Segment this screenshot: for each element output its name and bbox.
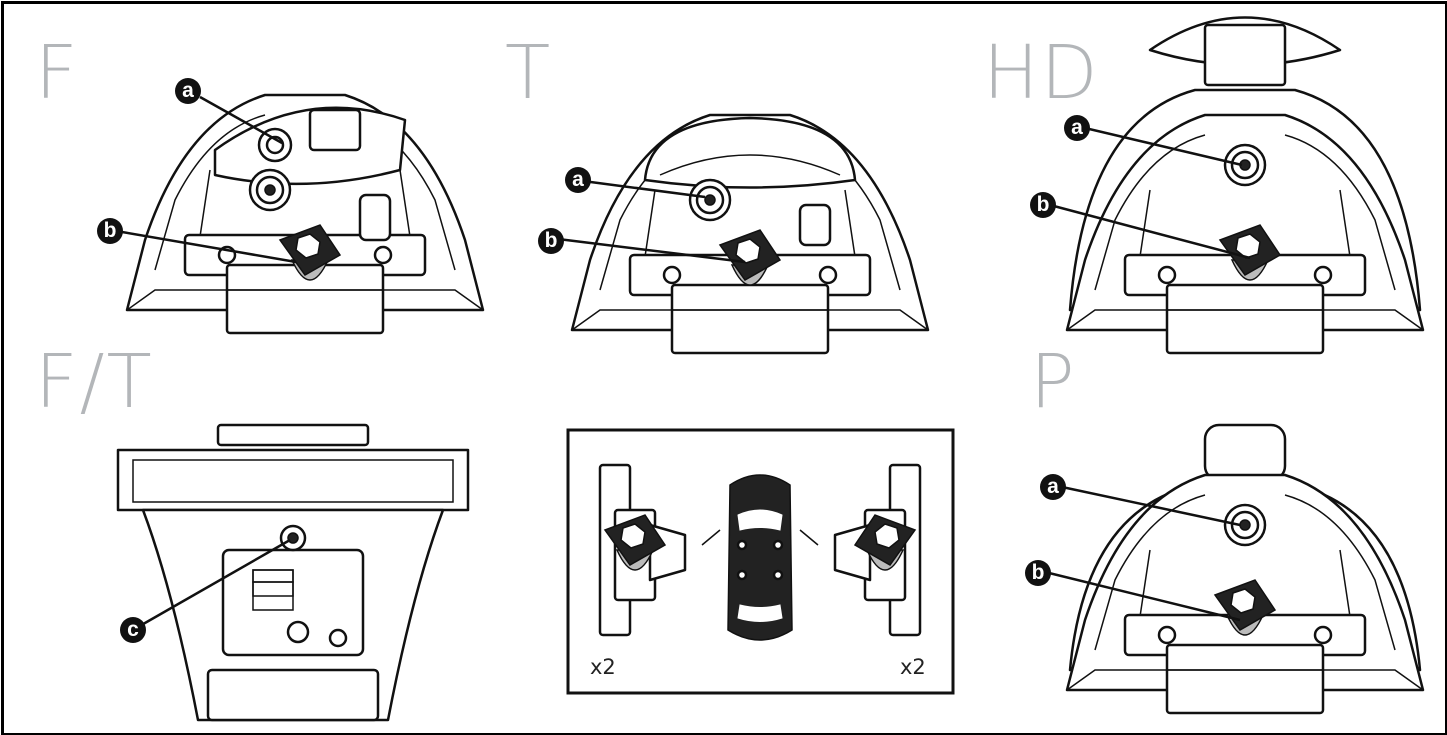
inset-foot-left bbox=[598, 463, 687, 637]
foot-drawing-ft bbox=[116, 423, 470, 722]
leader-lines bbox=[121, 95, 1251, 629]
callout-a-f: a bbox=[175, 78, 201, 104]
panel-label-hd: HD bbox=[983, 30, 1100, 116]
foot-drawing-f bbox=[125, 93, 485, 335]
callout-c-ft: c bbox=[120, 617, 146, 643]
inset-qty-left: x2 bbox=[590, 655, 616, 679]
panel-label-f: F bbox=[35, 30, 80, 116]
panel-label-p: P bbox=[1030, 339, 1077, 425]
foot-drawing-p bbox=[1065, 423, 1425, 715]
inset-foot-right bbox=[833, 463, 922, 637]
panel-label-t: T bbox=[505, 30, 553, 116]
foot-drawing-t bbox=[570, 113, 930, 355]
panel-label-ft: F/T bbox=[35, 339, 154, 425]
callout-a-t: a bbox=[565, 167, 591, 193]
callout-b-hd: b bbox=[1030, 192, 1056, 218]
car-top-view-icon bbox=[701, 474, 819, 641]
callout-b-t: b bbox=[538, 228, 564, 254]
inset-qty-right: x2 bbox=[900, 655, 926, 679]
callout-b-f: b bbox=[97, 218, 123, 244]
callout-a-p: a bbox=[1040, 474, 1066, 500]
callout-b-p: b bbox=[1025, 560, 1051, 586]
callout-a-hd: a bbox=[1064, 115, 1090, 141]
foot-drawing-hd bbox=[1065, 16, 1425, 355]
